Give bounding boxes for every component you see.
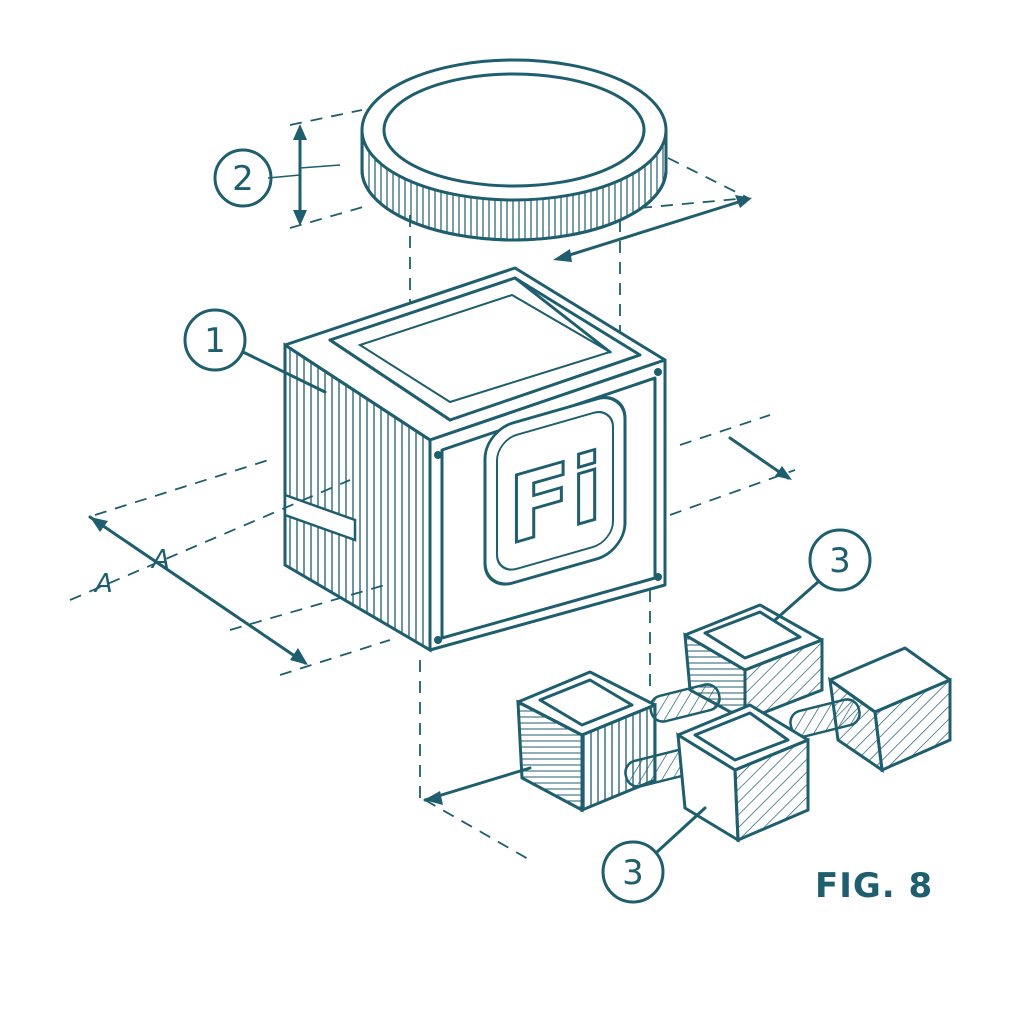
disc-dimension-lines bbox=[267, 109, 752, 370]
callout-2: 2 bbox=[213, 148, 273, 208]
callout-3-lower: 3 bbox=[601, 806, 707, 904]
connector-guide-lines bbox=[419, 590, 651, 861]
cube-housing-icon: Fi bbox=[283, 266, 667, 653]
disc-lid-icon bbox=[360, 58, 668, 242]
callout-3b-text: 3 bbox=[622, 853, 644, 893]
callout-2-text: 2 bbox=[232, 159, 254, 199]
callout-1-text: 1 bbox=[204, 321, 226, 361]
cube-dimension-lines bbox=[669, 414, 796, 516]
peg-block-connector-icon bbox=[516, 603, 952, 843]
section-mark-left: A bbox=[93, 569, 113, 599]
callout-1: 1 bbox=[183, 308, 327, 394]
callout-3a-text: 3 bbox=[829, 541, 851, 581]
section-a-a-lines: A A bbox=[69, 457, 391, 676]
fi-logo-icon: Fi bbox=[483, 396, 627, 586]
figure-label: FIG. 8 bbox=[815, 866, 933, 906]
callout-3-upper: 3 bbox=[773, 528, 872, 622]
section-mark-right: A bbox=[150, 545, 170, 575]
